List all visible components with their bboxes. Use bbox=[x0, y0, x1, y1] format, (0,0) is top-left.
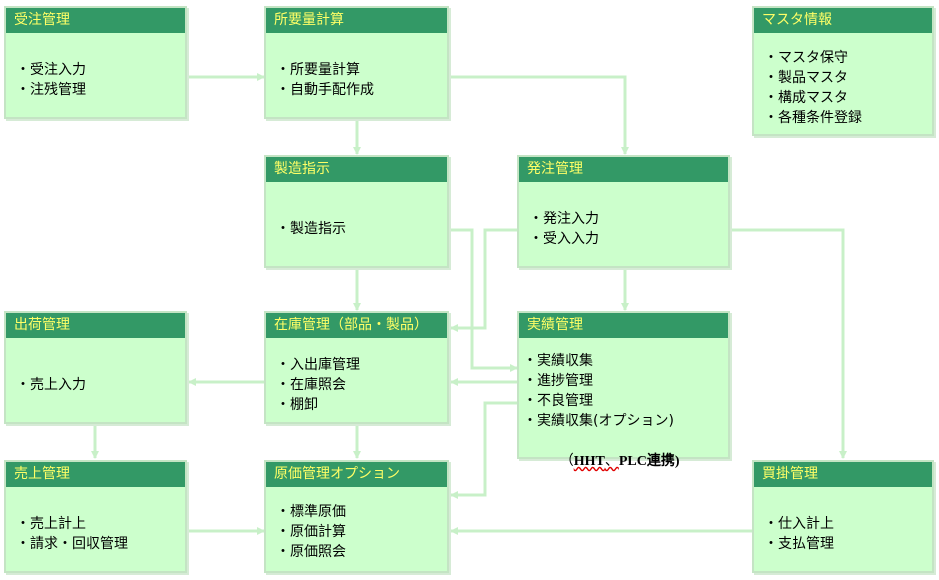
module-title: 在庫管理（部品・製品） bbox=[266, 313, 447, 338]
list-item: ・棚卸 bbox=[276, 397, 318, 413]
module-title: 出荷管理 bbox=[6, 313, 185, 338]
list-item: ・自動手配作成 bbox=[276, 82, 374, 98]
item-list: ・発注入力 ・受入入力 bbox=[529, 209, 599, 249]
module-title: 所要量計算 bbox=[266, 8, 447, 33]
list-item: ・進捗管理 bbox=[523, 373, 593, 389]
item-list: ・製造指示 bbox=[276, 219, 346, 239]
extra-prefix: （ bbox=[559, 453, 574, 469]
list-item: ・原価照会 bbox=[276, 544, 346, 560]
module-title: 売上管理 bbox=[6, 462, 185, 487]
item-list: ・受注入力 ・注残管理 bbox=[16, 60, 86, 100]
list-item: ・請求・回収管理 bbox=[16, 536, 128, 552]
module-title: 発注管理 bbox=[519, 157, 728, 182]
module-results: 実績管理 ・実績収集 ・進捗管理 ・不良管理 ・実績収集(オプション) （HHT… bbox=[517, 311, 730, 469]
arrow-mrp-to-purchase bbox=[449, 75, 629, 155]
extra-hht: HHT bbox=[573, 454, 605, 469]
module-inventory: 在庫管理（部品・製品） ・入出庫管理 ・在庫照会 ・棚卸 bbox=[264, 311, 449, 424]
arrow-purchase-to-inventory bbox=[450, 228, 517, 332]
item-list: ・実績収集 ・進捗管理 ・不良管理 ・実績収集(オプション) （HHT、PLC連… bbox=[523, 351, 680, 492]
module-production: 製造指示 ・製造指示 bbox=[264, 155, 449, 268]
list-item: ・仕入計上 bbox=[764, 516, 834, 532]
module-title: 買掛管理 bbox=[754, 462, 932, 487]
module-title: 製造指示 bbox=[266, 157, 447, 182]
list-item: ・在庫照会 bbox=[276, 377, 346, 393]
item-list: ・入出庫管理 ・在庫照会 ・棚卸 bbox=[276, 355, 360, 415]
module-sales: 売上管理 ・売上計上 ・請求・回収管理 bbox=[4, 460, 187, 573]
list-item: ・不良管理 bbox=[523, 393, 593, 409]
list-item: ・受注入力 bbox=[16, 62, 86, 78]
extra-rest: PLC連携) bbox=[618, 454, 680, 469]
list-item: ・マスタ保守 bbox=[764, 50, 848, 66]
module-master: マスタ情報 ・マスタ保守 ・製品マスタ ・構成マスタ ・各種条件登録 bbox=[752, 6, 934, 136]
list-item: ・所要量計算 bbox=[276, 62, 360, 78]
item-list: ・仕入計上 ・支払管理 bbox=[764, 514, 834, 554]
item-list: ・マスタ保守 ・製品マスタ ・構成マスタ ・各種条件登録 bbox=[764, 48, 862, 128]
list-item: ・入出庫管理 bbox=[276, 357, 360, 373]
list-item: ・構成マスタ bbox=[764, 90, 848, 106]
arrow-production-to-results bbox=[449, 228, 518, 372]
item-list: ・売上入力 bbox=[16, 375, 86, 395]
list-item: ・原価計算 bbox=[276, 524, 346, 540]
extra-sep: 、 bbox=[604, 453, 619, 469]
module-order: 受注管理 ・受注入力 ・注残管理 bbox=[4, 6, 187, 119]
arrow-results-to-cost bbox=[450, 401, 517, 499]
item-list: ・標準原価 ・原価計算 ・原価照会 bbox=[276, 502, 346, 562]
module-title: 原価管理オプション bbox=[266, 462, 447, 487]
list-item: ・売上計上 bbox=[16, 516, 86, 532]
list-item: ・注残管理 bbox=[16, 82, 86, 98]
module-payables: 買掛管理 ・仕入計上 ・支払管理 bbox=[752, 460, 934, 573]
list-item: ・実績収集 bbox=[523, 353, 593, 369]
arrow-purchase-to-payables bbox=[731, 228, 847, 459]
list-item: ・受入入力 bbox=[529, 231, 599, 247]
item-list: ・所要量計算 ・自動手配作成 bbox=[276, 60, 374, 100]
list-item: ・売上入力 bbox=[16, 377, 86, 393]
module-title: マスタ情報 bbox=[754, 8, 932, 33]
list-item: ・発注入力 bbox=[529, 211, 599, 227]
list-item-extra: （HHT、PLC連携) bbox=[523, 431, 680, 492]
list-item: ・実績収集(オプション) bbox=[523, 413, 674, 429]
item-list: ・売上計上 ・請求・回収管理 bbox=[16, 514, 128, 554]
module-title: 実績管理 bbox=[519, 313, 728, 338]
module-cost: 原価管理オプション ・標準原価 ・原価計算 ・原価照会 bbox=[264, 460, 449, 573]
module-shipping: 出荷管理 ・売上入力 bbox=[4, 311, 187, 424]
list-item: ・製品マスタ bbox=[764, 70, 848, 86]
list-item: ・支払管理 bbox=[764, 536, 834, 552]
list-item: ・製造指示 bbox=[276, 221, 346, 237]
module-purchase-order: 発注管理 ・発注入力 ・受入入力 bbox=[517, 155, 730, 268]
list-item: ・各種条件登録 bbox=[764, 110, 862, 126]
list-item: ・標準原価 bbox=[276, 504, 346, 520]
module-mrp: 所要量計算 ・所要量計算 ・自動手配作成 bbox=[264, 6, 449, 119]
module-title: 受注管理 bbox=[6, 8, 185, 33]
